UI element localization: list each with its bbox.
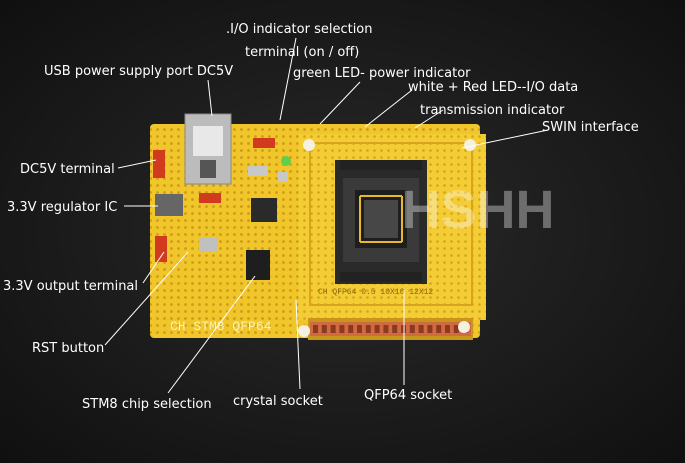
label-dc5v-terminal: DC5V terminal xyxy=(20,162,115,177)
label-crystal-socket: crystal socket xyxy=(233,394,323,409)
header-pin xyxy=(409,325,415,333)
label-chip-selection: STM8 chip selection xyxy=(82,397,212,412)
watermark: HSHH xyxy=(401,180,554,240)
label-regulator: 3.3V regulator IC xyxy=(7,200,118,215)
header-pin xyxy=(330,325,336,333)
header-pin xyxy=(348,325,354,333)
header-pin xyxy=(418,325,424,333)
label-io-selection: .I/O indicator selection xyxy=(226,22,373,37)
label-qfp64-socket: QFP64 socket xyxy=(364,388,453,403)
label-red-led: white + Red LED--I/O data xyxy=(408,80,579,95)
header-pin xyxy=(427,325,433,333)
header-pin xyxy=(357,325,362,333)
usb-port xyxy=(184,113,232,185)
label-transmission: transmission indicator xyxy=(420,103,565,118)
label-output-terminal: 3.3V output terminal xyxy=(3,279,139,294)
label-usb-port: USB power supply port DC5V xyxy=(44,64,234,79)
header-pin xyxy=(339,325,345,333)
header-pin xyxy=(313,325,318,333)
header-pin xyxy=(383,325,389,333)
header-pin xyxy=(453,325,459,333)
label-rst-button: RST button xyxy=(32,341,105,356)
silkscreen-socket: CH QFP64 0.5 10X10 12X12 xyxy=(318,288,433,297)
header-pin xyxy=(436,325,442,333)
header-pin xyxy=(321,325,327,333)
header-pin xyxy=(445,325,450,333)
qfp64-socket xyxy=(335,160,427,284)
silkscreen-main: CH STM8 QFP64 xyxy=(170,319,272,334)
label-terminal: terminal (on / off) xyxy=(245,45,360,60)
label-swin: SWIN interface xyxy=(542,120,639,135)
label-green-led: green LED- power indicator xyxy=(293,66,471,81)
leader-lines xyxy=(104,37,549,394)
header-pin xyxy=(374,325,380,333)
components xyxy=(153,138,291,280)
header-pin xyxy=(392,325,398,333)
header-pin xyxy=(365,325,371,333)
socket-board xyxy=(298,134,486,340)
